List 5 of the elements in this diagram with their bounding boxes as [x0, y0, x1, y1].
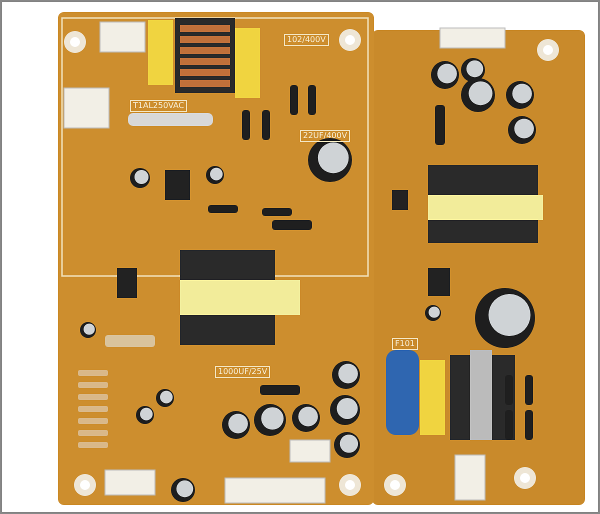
silkscreen-label: F101 — [392, 338, 418, 350]
silkscreen-label: 102/400V — [284, 34, 329, 46]
silkscreen-label: T1AL250VAC — [130, 100, 188, 112]
silkscreen-label: 22UF/400V — [300, 130, 350, 142]
silkscreen-label: 1000UF/25V — [215, 366, 270, 378]
